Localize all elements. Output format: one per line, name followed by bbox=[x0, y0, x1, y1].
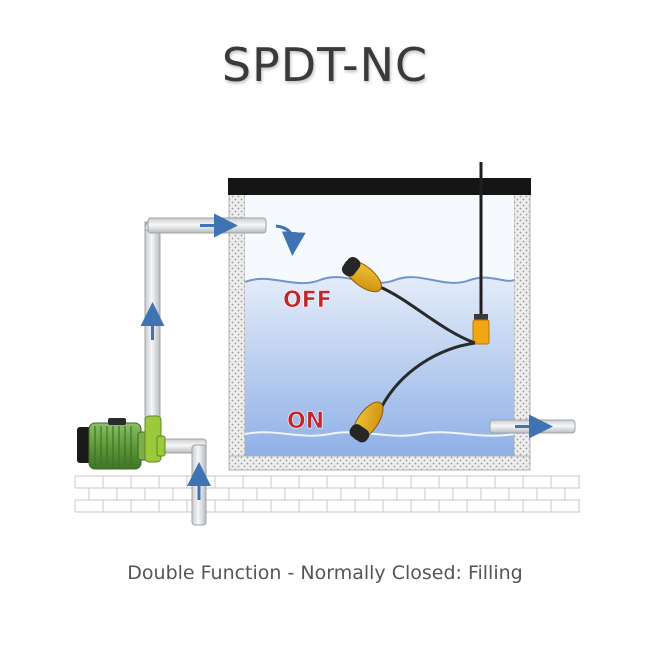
float-switch-icon-upper bbox=[341, 256, 382, 293]
label-on: ON bbox=[287, 409, 324, 434]
label-off: OFF bbox=[283, 288, 332, 313]
diagram-title: SPDT-NC bbox=[221, 38, 429, 92]
diagram-caption: Double Function - Normally Closed: Filli… bbox=[127, 562, 523, 584]
water-body bbox=[245, 277, 514, 456]
tank-lid bbox=[228, 178, 531, 195]
float-cable-upper bbox=[379, 285, 476, 345]
float-switch-icon-lower bbox=[349, 401, 384, 443]
flow-arrow-icon-pour bbox=[275, 224, 306, 256]
low-level-line bbox=[244, 431, 515, 437]
tank-floor bbox=[228, 455, 531, 471]
float-cable-lower bbox=[378, 341, 476, 411]
switch-body-icon bbox=[472, 314, 490, 345]
brick-ground bbox=[74, 475, 580, 513]
tank-wall-left bbox=[228, 191, 246, 471]
pump-icon bbox=[77, 415, 166, 470]
